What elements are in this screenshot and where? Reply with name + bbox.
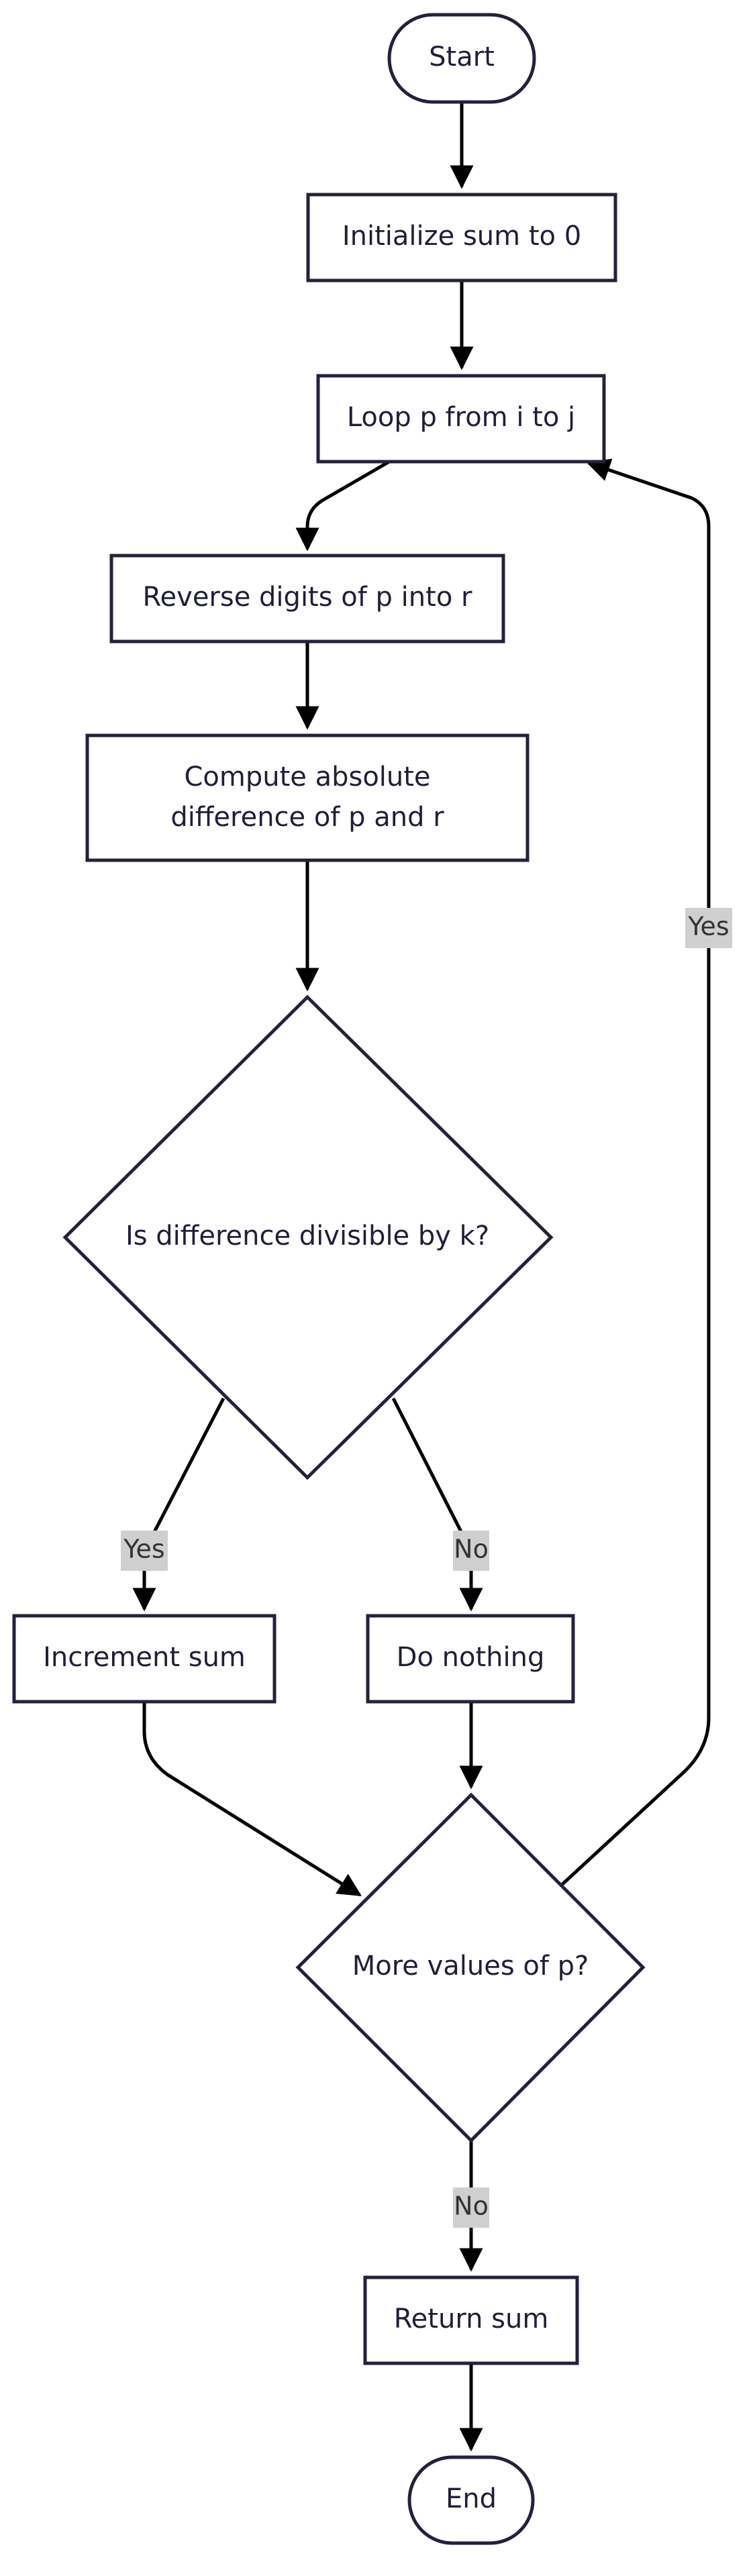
node-do-nothing-label: Do nothing [397, 1642, 545, 1673]
node-init-sum: Initialize sum to 0 [306, 193, 617, 282]
node-divisible-check: Is difference divisible by k? [62, 994, 554, 1480]
node-compute-diff-label-line1: Compute absolute [184, 762, 430, 792]
node-increment-sum-label: Increment sum [43, 1642, 246, 1673]
node-increment-sum: Increment sum [12, 1614, 277, 1704]
node-return-sum: Return sum [363, 2275, 579, 2365]
node-do-nothing: Do nothing [366, 1614, 575, 1704]
edge-label-divisible-no-text: No [454, 1535, 489, 1564]
nodes: Start Initialize sum to 0 Loop p from i … [12, 13, 646, 2545]
node-divisible-check-label: Is difference divisible by k? [126, 1221, 489, 1251]
node-end-label: End [446, 2483, 497, 2514]
edge-label-divisible-yes-text: Yes [123, 1535, 164, 1564]
edge-labels: Yes No Yes No [121, 908, 732, 2228]
edge-decision-no-to-donothing [391, 1397, 483, 1612]
node-init-sum-label: Initialize sum to 0 [342, 221, 581, 252]
node-compute-diff: Compute absolute difference of p and r [85, 733, 530, 862]
edge-label-more-no: No [453, 2187, 489, 2228]
node-start-label: Start [429, 42, 495, 72]
node-reverse-digits-label: Reverse digits of p into r [143, 582, 472, 613]
node-return-sum-label: Return sum [394, 2304, 549, 2334]
node-loop-p-label: Loop p from i to j [347, 402, 575, 433]
edge-label-divisible-yes: Yes [121, 1531, 168, 1571]
edge-label-divisible-no: No [453, 1531, 489, 1571]
edge-increment-to-more [142, 1702, 362, 1897]
edge-label-more-yes: Yes [685, 908, 732, 948]
edge-label-more-yes-text: Yes [687, 912, 729, 941]
edge-loop-to-reverse [295, 460, 391, 552]
node-end: End [407, 2455, 535, 2545]
node-reverse-digits: Reverse digits of p into r [109, 554, 505, 643]
edge-more-yes-to-loop [561, 458, 711, 1886]
edge-decision-yes-to-increment [132, 1397, 225, 1612]
node-more-values: More values of p? [295, 1792, 646, 2143]
node-start: Start [387, 13, 536, 104]
node-more-values-label: More values of p? [352, 1951, 589, 1981]
edge-label-more-no-text: No [454, 2192, 489, 2221]
node-compute-diff-label-line2: difference of p and r [170, 802, 444, 833]
node-loop-p: Loop p from i to j [316, 374, 606, 464]
